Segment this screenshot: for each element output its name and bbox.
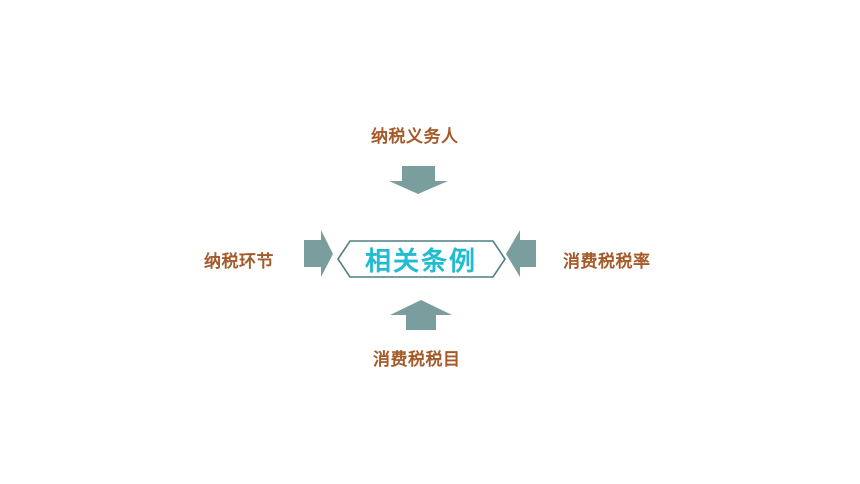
label-taxpayer: 纳税义务人 (371, 127, 459, 147)
arrow-up-bottom (390, 300, 452, 330)
label-tax-rate: 消费税税率 (563, 252, 651, 272)
arrow-down-top (389, 166, 448, 194)
label-tax-stage: 纳税环节 (204, 252, 274, 272)
arrow-right-left (304, 230, 333, 277)
label-tax-items: 消费税税目 (373, 350, 461, 370)
center-title: 相关条例 (364, 246, 477, 277)
arrow-left-right (506, 230, 536, 277)
center-frame (337, 240, 506, 278)
